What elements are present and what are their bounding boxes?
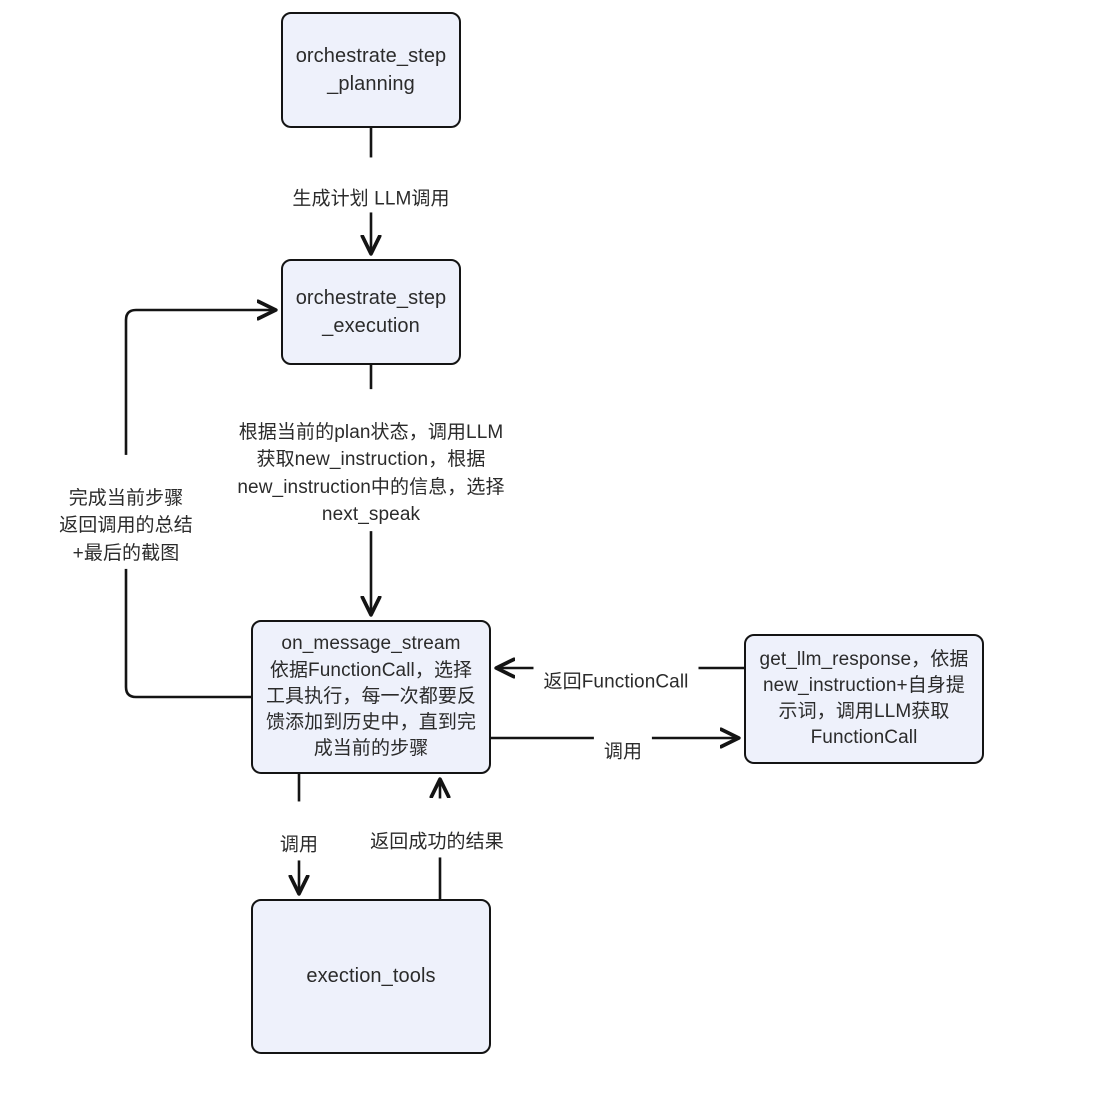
edge-label-on-message-stream-to-exection-tools: 调用 — [273, 801, 325, 861]
node-get-llm-response[interactable]: get_llm_response，依据 new_instruction+自身提 … — [744, 634, 984, 764]
edge-label-on-message-stream-back-to-execution: 完成当前步骤 返回调用的总结 +最后的截图 — [53, 454, 199, 570]
node-orchestrate-step-planning[interactable]: orchestrate_step _planning — [281, 12, 461, 128]
edge-label-text: 调用 — [603, 741, 643, 762]
node-label: orchestrate_step _execution — [295, 286, 447, 337]
edge-label-exection-tools-to-on-message-stream: 返回成功的结果 — [364, 798, 510, 858]
node-label: on_message_stream 依据FunctionCall，选择 工具执行… — [265, 633, 477, 760]
node-label: orchestrate_step _planning — [295, 44, 447, 95]
edge-label-execution-to-on-message-stream: 根据当前的plan状态，调用LLM 获取new_instruction，根据 n… — [231, 389, 511, 531]
node-label: get_llm_response，依据 new_instruction+自身提 … — [759, 648, 969, 749]
edge-label-get-llm-response-to-on-message-stream: 返回FunctionCall — [533, 640, 699, 696]
edge-label-text: 完成当前步骤 返回调用的总结 +最后的截图 — [59, 487, 193, 564]
edge-label-text: 返回FunctionCall — [543, 671, 689, 692]
edge-label-on-message-stream-to-get-llm-response: 调用 — [593, 710, 653, 766]
edge-label-text: 返回成功的结果 — [370, 831, 504, 852]
node-exection-tools[interactable]: exection_tools — [251, 899, 491, 1054]
edge-label-planning-to-execution: 生成计划 LLM调用 — [286, 157, 456, 213]
node-label: exection_tools — [306, 965, 436, 988]
node-on-message-stream[interactable]: on_message_stream 依据FunctionCall，选择 工具执行… — [251, 620, 491, 774]
edge-label-text: 根据当前的plan状态，调用LLM 获取new_instruction，根据 n… — [237, 421, 505, 526]
edge-label-text: 生成计划 LLM调用 — [292, 188, 450, 209]
node-orchestrate-step-execution[interactable]: orchestrate_step _execution — [281, 259, 461, 365]
edge-label-text: 调用 — [279, 834, 319, 855]
